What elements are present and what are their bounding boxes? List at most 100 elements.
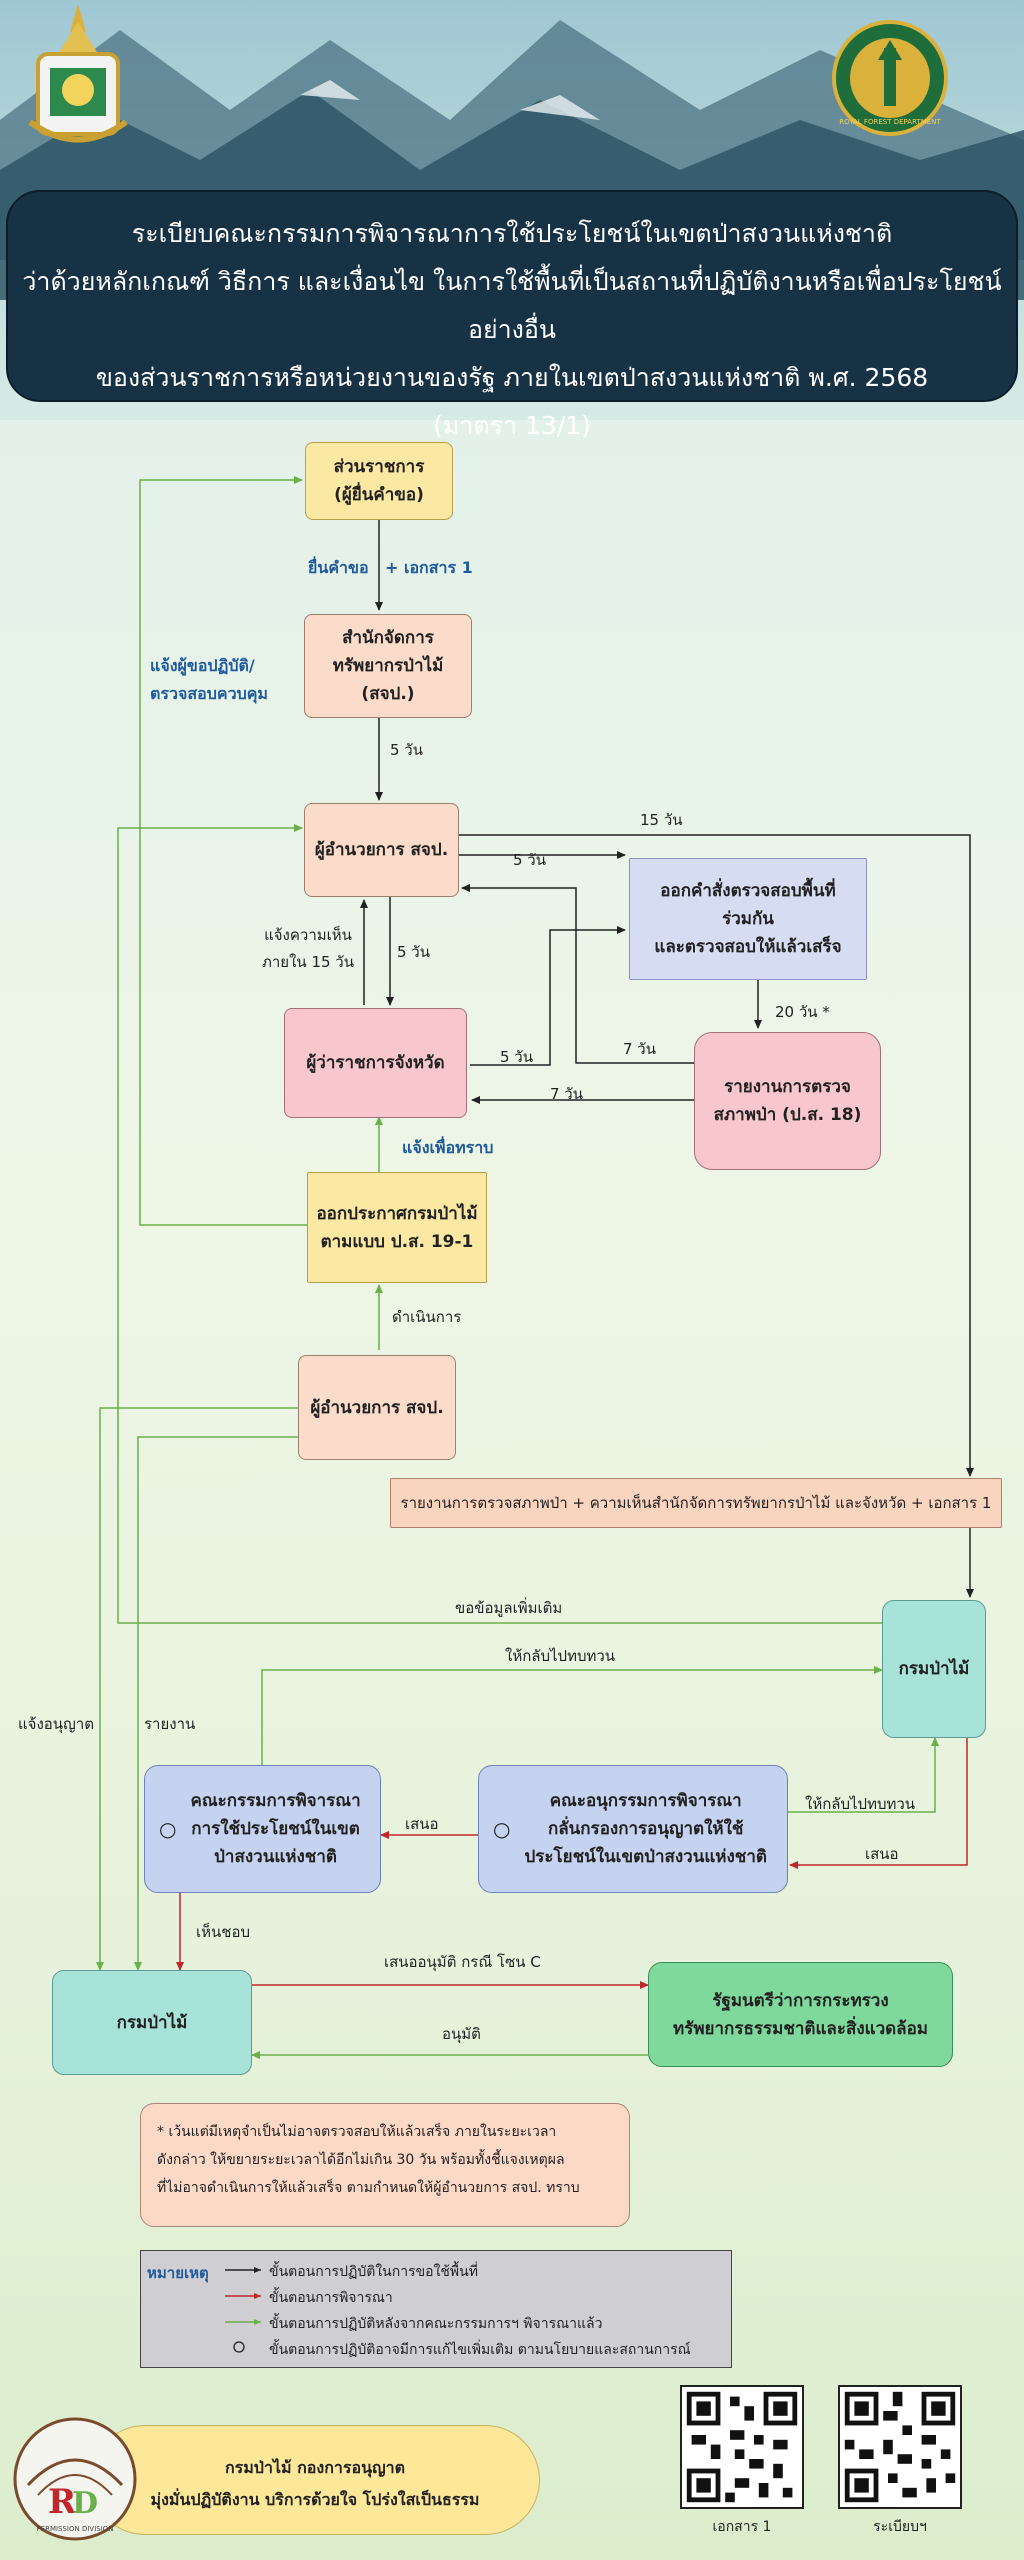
label-7-days-a: 7 วัน xyxy=(623,1040,656,1058)
node-committee-line: การใช้ประโยชน์ในเขต xyxy=(191,1819,360,1839)
label-notify-permit: แจ้งอนุญาต xyxy=(18,1715,94,1733)
node-rfd-2: กรมป่าไม้ xyxy=(52,1970,252,2075)
node-applicant-line: ส่วนราชการ xyxy=(333,457,425,477)
legend-item-1: ขั้นตอนการปฏิบัติในการขอใช้พื้นที่ xyxy=(269,2264,478,2280)
label-opinion-line: ภายใน 15 วัน xyxy=(262,953,354,971)
legend-item-4: ขั้นตอนการปฏิบัติอาจมีการแก้ไขเพิ่มเติม … xyxy=(269,2342,691,2358)
node-order-line: ร่วมกัน xyxy=(722,909,774,929)
node-director-2: ผู้อำนวยการ สจป. xyxy=(298,1355,456,1460)
node-director-1: ผู้อำนวยการ สจป. xyxy=(304,803,459,897)
label-20-days: 20 วัน * xyxy=(775,1003,830,1021)
title-line-4: (มาตรา 13/1) xyxy=(433,411,591,440)
label-proceed: ดำเนินการ xyxy=(392,1308,462,1326)
node-minister: รัฐมนตรีว่าการกระทรวงทรัพยากรธรรมชาติและ… xyxy=(648,1962,953,2067)
node-applicant: ส่วนราชการ (ผู้ยื่นคำขอ) xyxy=(305,442,453,520)
node-announcement: ออกประกาศกรมป่าไม้ตามแบบ ป.ส. 19-1 xyxy=(307,1172,487,1283)
node-office-line: สำนักจัดการ xyxy=(342,628,434,648)
node-order-line: และตรวจสอบให้แล้วเสร็จ xyxy=(654,937,842,957)
royal-forest-department-logo: ROYAL FOREST DEPARTMENT xyxy=(832,20,948,136)
title-banner: ระเบียบคณะกรรมการพิจารณาการใช้ประโยชน์ใน… xyxy=(6,190,1018,440)
label-opinion: แจ้งความเห็น ภายใน 15 วัน xyxy=(262,922,354,976)
label-inform: แจ้งเพื่อทราบ xyxy=(402,1138,494,1157)
label-propose-2: เสนอ xyxy=(865,1845,899,1863)
node-inspection-order: ออกคำสั่งตรวจสอบพื้นที่ร่วมกันและตรวจสอบ… xyxy=(629,858,867,980)
node-report-line: สภาพป่า (ป.ส. 18) xyxy=(713,1105,862,1125)
label-5-days-a: 5 วัน xyxy=(390,741,423,759)
node-summary-label: รายงานการตรวจสภาพป่า + ความเห็นสำนักจัดก… xyxy=(400,1494,992,1512)
node-governor-label: ผู้ว่าราชการจังหวัด xyxy=(306,1053,445,1073)
svg-text:D: D xyxy=(72,2486,98,2521)
label-propose-zone-c: เสนออนุมัติ กรณี โซน C xyxy=(384,1953,541,1971)
node-governor: ผู้ว่าราชการจังหวัด xyxy=(284,1008,467,1118)
node-summary-report: รายงานการตรวจสภาพป่า + ความเห็นสำนักจัดก… xyxy=(390,1478,1002,1528)
qr-label-doc1: เอกสาร 1 xyxy=(712,2519,772,2535)
footnote-line: * เว้นแต่มีเหตุจำเป็นไม่อาจตรวจสอบให้แล้… xyxy=(157,2124,557,2140)
title-line-2: ว่าด้วยหลักเกณฑ์ วิธีการ และเงื่อนไข ในก… xyxy=(22,267,1002,344)
node-announce-line: ตามแบบ ป.ส. 19-1 xyxy=(320,1231,474,1252)
legend: หมายเหตุ ขั้นตอนการปฏิบัติในการขอใช้พื้น… xyxy=(140,2250,732,2368)
footer-banner: กรมป่าไม้ กองการอนุญาต มุ่งมั่นปฏิบัติงา… xyxy=(90,2425,540,2535)
node-minister-line: ทรัพยากรธรรมชาติและสิ่งแวดล้อม xyxy=(673,2018,928,2039)
node-applicant-line: (ผู้ยื่นคำขอ) xyxy=(334,485,424,505)
label-doc1: + เอกสาร 1 xyxy=(385,558,473,577)
node-subcommittee: ○ คณะอนุกรรมการพิจารณากลั่นกรองการอนุญาต… xyxy=(478,1765,788,1893)
node-subcommittee-line: คณะอนุกรรมการพิจารณา xyxy=(549,1791,742,1811)
label-approve: อนุมัติ xyxy=(442,2025,481,2043)
node-committee-line: คณะกรรมการพิจารณา xyxy=(190,1791,361,1811)
label-more-info: ขอข้อมูลเพิ่มเติม xyxy=(455,1599,563,1617)
label-review-2: ให้กลับไปทบทวน xyxy=(805,1795,916,1813)
label-submit: ยื่นคำขอ xyxy=(308,558,369,577)
title-line-3: ของส่วนราชการหรือหน่วยงานของรัฐ ภายในเขต… xyxy=(95,363,929,392)
footer-line-1: กรมป่าไม้ กองการอนุญาต xyxy=(224,2458,406,2477)
legend-circle-icon xyxy=(233,2341,245,2353)
label-15-days: 15 วัน xyxy=(640,811,683,829)
node-forest-office: สำนักจัดการทรัพยากรป่าไม้(สจป.) xyxy=(304,614,472,718)
logo-text: ROYAL FOREST DEPARTMENT xyxy=(839,118,941,126)
footnote-box: * เว้นแต่มีเหตุจำเป็นไม่อาจตรวจสอบให้แล้… xyxy=(140,2103,630,2227)
label-report-back: รายงาน xyxy=(144,1715,196,1733)
node-subcommittee-line: กลั่นกรองการอนุญาตให้ใช้ xyxy=(547,1819,744,1839)
node-office-line: (สจป.) xyxy=(361,684,415,704)
node-report-line: รายงานการตรวจ xyxy=(724,1077,851,1097)
node-subcommittee-line: ประโยชน์ในเขตป่าสงวนแห่งชาติ xyxy=(524,1847,767,1867)
label-5-days-d: 5 วัน xyxy=(500,1048,533,1066)
node-director-1-label: ผู้อำนวยการ สจป. xyxy=(314,840,449,860)
label-notify-applicant-line: แจ้งผู้ขอปฏิบัติ/ xyxy=(150,656,255,675)
permission-division-logo: R D PERMISSION DIVISION xyxy=(13,2417,137,2541)
legend-item-3: ขั้นตอนการปฏิบัติหลังจากคณะกรรมการฯ พิจา… xyxy=(269,2316,603,2332)
label-7-days-b: 7 วัน xyxy=(550,1085,583,1103)
label-agree: เห็นชอบ xyxy=(196,1923,250,1941)
node-committee-line: ป่าสงวนแห่งชาติ xyxy=(214,1847,337,1867)
label-notify-applicant-line: ตรวจสอบควบคุม xyxy=(150,684,268,703)
node-minister-line: รัฐมนตรีว่าการกระทรวง xyxy=(712,1990,889,2011)
qr-code-regulation[interactable] xyxy=(838,2385,962,2509)
legend-item-2: ขั้นตอนการพิจารณา xyxy=(269,2290,393,2306)
svg-text:R: R xyxy=(48,2482,77,2522)
label-5-days-c: 5 วัน xyxy=(397,943,430,961)
node-forest-report: รายงานการตรวจสภาพป่า (ป.ส. 18) xyxy=(694,1032,881,1170)
footer-line-2: มุ่งมั่นปฏิบัติงาน บริการด้วยใจ โปร่งใสเ… xyxy=(150,2490,480,2509)
qr-label-regulation: ระเบียบฯ xyxy=(873,2519,927,2535)
node-announce-line: ออกประกาศกรมป่าไม้ xyxy=(316,1203,478,1224)
label-propose-1: เสนอ xyxy=(405,1815,439,1833)
footnote-line: ดังกล่าว ให้ขยายระยะเวลาได้อีกไม่เกิน 30… xyxy=(157,2152,565,2168)
label-5-days-b: 5 วัน xyxy=(513,851,546,869)
node-director-2-label: ผู้อำนวยการ สจป. xyxy=(310,1397,444,1418)
label-review-1: ให้กลับไปทบทวน xyxy=(505,1647,616,1665)
node-rfd-1-label: กรมป่าไม้ xyxy=(898,1659,970,1679)
government-emblem-logo xyxy=(28,4,128,143)
footnote-line: ที่ไม่อาจดำเนินการให้แล้วเสร็จ ตามกำหนดใ… xyxy=(157,2180,580,2196)
title-line-1: ระเบียบคณะกรรมการพิจารณาการใช้ประโยชน์ใน… xyxy=(131,219,893,248)
label-opinion-line: แจ้งความเห็น xyxy=(264,926,352,944)
node-rfd-2-label: กรมป่าไม้ xyxy=(116,2012,188,2033)
bullet-circle-icon: ○ xyxy=(159,1817,177,1841)
legend-title: หมายเหตุ xyxy=(147,2264,209,2282)
logo-caption: PERMISSION DIVISION xyxy=(36,2525,113,2533)
label-notify-applicant: แจ้งผู้ขอปฏิบัติ/ ตรวจสอบควบคุม xyxy=(150,652,268,708)
legend-swatches xyxy=(225,2267,261,2353)
bullet-circle-icon: ○ xyxy=(493,1817,511,1841)
qr-code-doc1[interactable] xyxy=(680,2385,804,2509)
node-rfd-1: กรมป่าไม้ xyxy=(882,1600,986,1738)
node-order-line: ออกคำสั่งตรวจสอบพื้นที่ xyxy=(660,881,836,901)
